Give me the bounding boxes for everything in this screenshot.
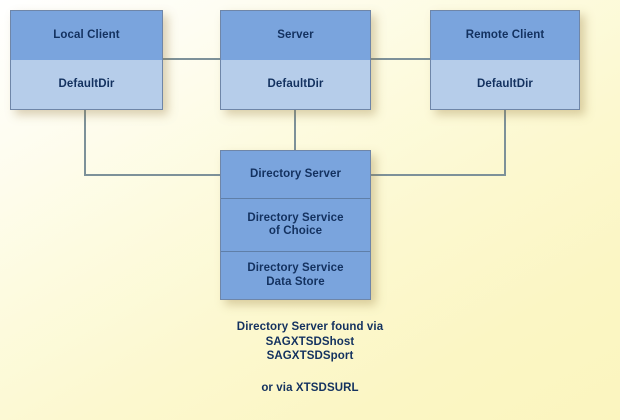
node-remote-client[interactable]: Remote Client DefaultDir [430, 10, 580, 110]
server-defaultdir: DefaultDir [221, 60, 370, 109]
caption-line-3: SAGXTSDSport [266, 350, 354, 362]
caption-alternative-method: or via XTSDSURL [0, 381, 620, 396]
directory-service-data-store: Directory Service Data Store [221, 251, 370, 299]
directory-server-header: Directory Server [221, 151, 370, 198]
directory-service-of-choice-line-2: of Choice [268, 225, 323, 237]
caption-discovery-method: Directory Server found via SAGXTSDShost … [0, 320, 620, 364]
node-directory-server[interactable]: Directory Server Directory Service of Ch… [220, 150, 371, 300]
connector-local-client-horizontal [84, 174, 222, 176]
remote-client-header: Remote Client [431, 11, 579, 60]
local-client-defaultdir: DefaultDir [11, 60, 162, 109]
local-client-header: Local Client [11, 11, 162, 60]
server-header: Server [221, 11, 370, 60]
node-server[interactable]: Server DefaultDir [220, 10, 371, 110]
directory-service-data-store-line-2: Data Store [266, 275, 325, 288]
caption-line-4: or via XTSDSURL [261, 382, 359, 394]
connector-local-client-vertical [84, 110, 86, 176]
caption-line-1: Directory Server found via [236, 321, 384, 333]
connector-server-to-remote [370, 58, 431, 60]
connector-remote-client-vertical [504, 110, 506, 176]
directory-service-of-choice: Directory Service of Choice [221, 198, 370, 251]
caption-line-2: SAGXTSDShost [265, 335, 355, 348]
remote-client-defaultdir: DefaultDir [431, 60, 579, 109]
connector-server-vertical [294, 110, 296, 152]
connector-local-to-server [162, 58, 221, 60]
node-local-client[interactable]: Local Client DefaultDir [10, 10, 163, 110]
connector-remote-client-horizontal [369, 174, 506, 176]
directory-service-data-store-line-1: Directory Service [247, 262, 344, 274]
directory-service-of-choice-line-1: Directory Service [247, 211, 344, 224]
